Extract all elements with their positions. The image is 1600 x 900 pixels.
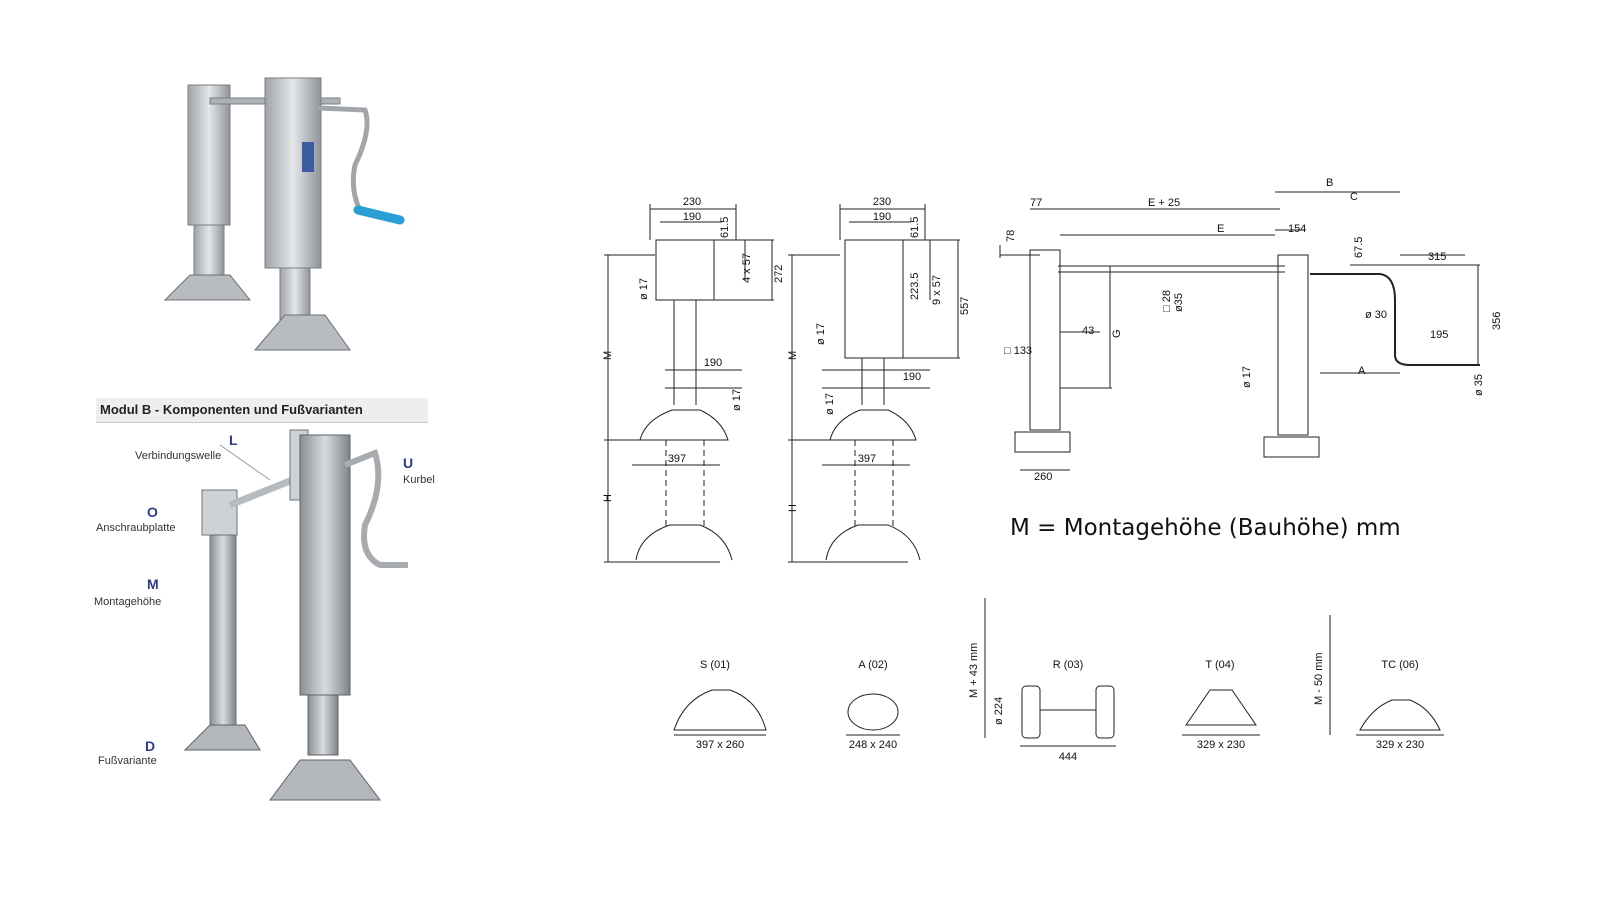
- dim-3-g: G: [1111, 329, 1123, 338]
- component-label-l: Verbindungswelle: [135, 450, 222, 462]
- component-label-d: Fußvariante: [98, 755, 157, 767]
- dim-1-offset: 61.5: [719, 217, 731, 238]
- dim-3-e25: E + 25: [1148, 197, 1180, 209]
- dim-3-shaft-dia: ø35: [1173, 293, 1185, 312]
- label-1-h: H: [602, 494, 614, 502]
- foot-r-height: M + 43 mm: [968, 643, 980, 698]
- dim-2-223: 223.5: [909, 272, 921, 300]
- foot-r-size: 444: [1059, 751, 1077, 763]
- dim-3-e: E: [1217, 223, 1224, 235]
- crank-grip: [353, 205, 405, 225]
- foot-r-name: R (03): [1053, 659, 1084, 671]
- component-letter-u: U: [403, 455, 414, 471]
- drawing-long-plate: [788, 204, 960, 563]
- dim-3-315: 315: [1428, 251, 1446, 263]
- dim-3-67: 67.5: [1353, 237, 1365, 258]
- foot-t-name: T (04): [1205, 659, 1234, 671]
- dim-2-width-230: 230: [873, 196, 891, 208]
- foot-r-wheel-dia: ø 224: [993, 697, 1005, 725]
- dim-2-foot: 397: [858, 453, 876, 465]
- dim-2-bracket: 190: [903, 371, 921, 383]
- foot-tc-name: TC (06): [1381, 659, 1418, 671]
- dim-3-154: 154: [1288, 223, 1306, 235]
- dim-3-133: □ 133: [1004, 345, 1032, 357]
- foot-t-size: 329 x 230: [1197, 739, 1245, 751]
- dim-3-shaft-square: □ 28: [1161, 290, 1173, 312]
- component-letter-d: D: [145, 738, 156, 754]
- legend-text: M = Montagehöhe (Bauhöhe) mm: [1010, 515, 1401, 541]
- dim-2-plate-height: 557: [959, 297, 971, 315]
- dim-3-c: C: [1350, 191, 1358, 203]
- dim-1-bracket-dia: ø 17: [731, 389, 743, 411]
- dim-3-356: 356: [1491, 312, 1503, 330]
- dim-3-grip-dia: ø 35: [1473, 374, 1485, 396]
- dim-3-a: A: [1358, 365, 1366, 377]
- dim-1-plate-height: 272: [773, 265, 785, 283]
- dim-3-b: B: [1326, 177, 1333, 189]
- foot-a-name: A (02): [858, 659, 887, 671]
- component-letter-m: M: [147, 576, 159, 592]
- dim-1-width-190: 190: [683, 211, 701, 223]
- foot-s-size: 397 x 260: [696, 739, 744, 751]
- dim-2-bracket-dia: ø 17: [824, 393, 836, 415]
- label-2-m: M: [787, 351, 799, 360]
- dim-2-offset: 61.5: [909, 217, 921, 238]
- dim-3-bracket-dia: ø 17: [1241, 366, 1253, 388]
- dim-3-78: 78: [1005, 230, 1017, 242]
- dim-3-195: 195: [1430, 329, 1448, 341]
- product-photo-top: [163, 77, 405, 351]
- dim-2-hole-dia: ø 17: [815, 323, 827, 345]
- dim-1-bracket: 190: [704, 357, 722, 369]
- dim-3-260: 260: [1034, 471, 1052, 483]
- dim-1-foot: 397: [668, 453, 686, 465]
- component-letter-o: O: [147, 504, 158, 520]
- dim-3-43: 43: [1082, 325, 1094, 337]
- dim-2-holes: 9 x 57: [931, 275, 943, 305]
- component-letter-l: L: [229, 432, 238, 448]
- dim-3-77: 77: [1030, 197, 1042, 209]
- dim-1-holes: 4 x 57: [741, 253, 753, 283]
- foot-a-size: 248 x 240: [849, 739, 897, 751]
- drawing-shaft-assembly: [999, 191, 1480, 471]
- foot-s-name: S (01): [700, 659, 730, 671]
- drawing-standard-plate: [604, 204, 774, 563]
- component-label-m: Montagehöhe: [94, 596, 162, 608]
- component-label-o: Anschraubplatte: [96, 522, 176, 534]
- foot-tc-size: 329 x 230: [1376, 739, 1424, 751]
- label-1-m: M: [602, 351, 614, 360]
- dim-3-crank-dia: ø 30: [1365, 309, 1387, 321]
- product-photo-components: [183, 429, 408, 801]
- dim-2-width-190: 190: [873, 211, 891, 223]
- label-2-h: H: [787, 504, 799, 512]
- module-title: Modul B - Komponenten und Fußvarianten: [96, 398, 428, 423]
- component-label-u: Kurbel: [403, 474, 435, 486]
- foot-tc-height: M - 50 mm: [1313, 652, 1325, 705]
- dim-1-hole-dia: ø 17: [638, 278, 650, 300]
- dim-1-width-230: 230: [683, 196, 701, 208]
